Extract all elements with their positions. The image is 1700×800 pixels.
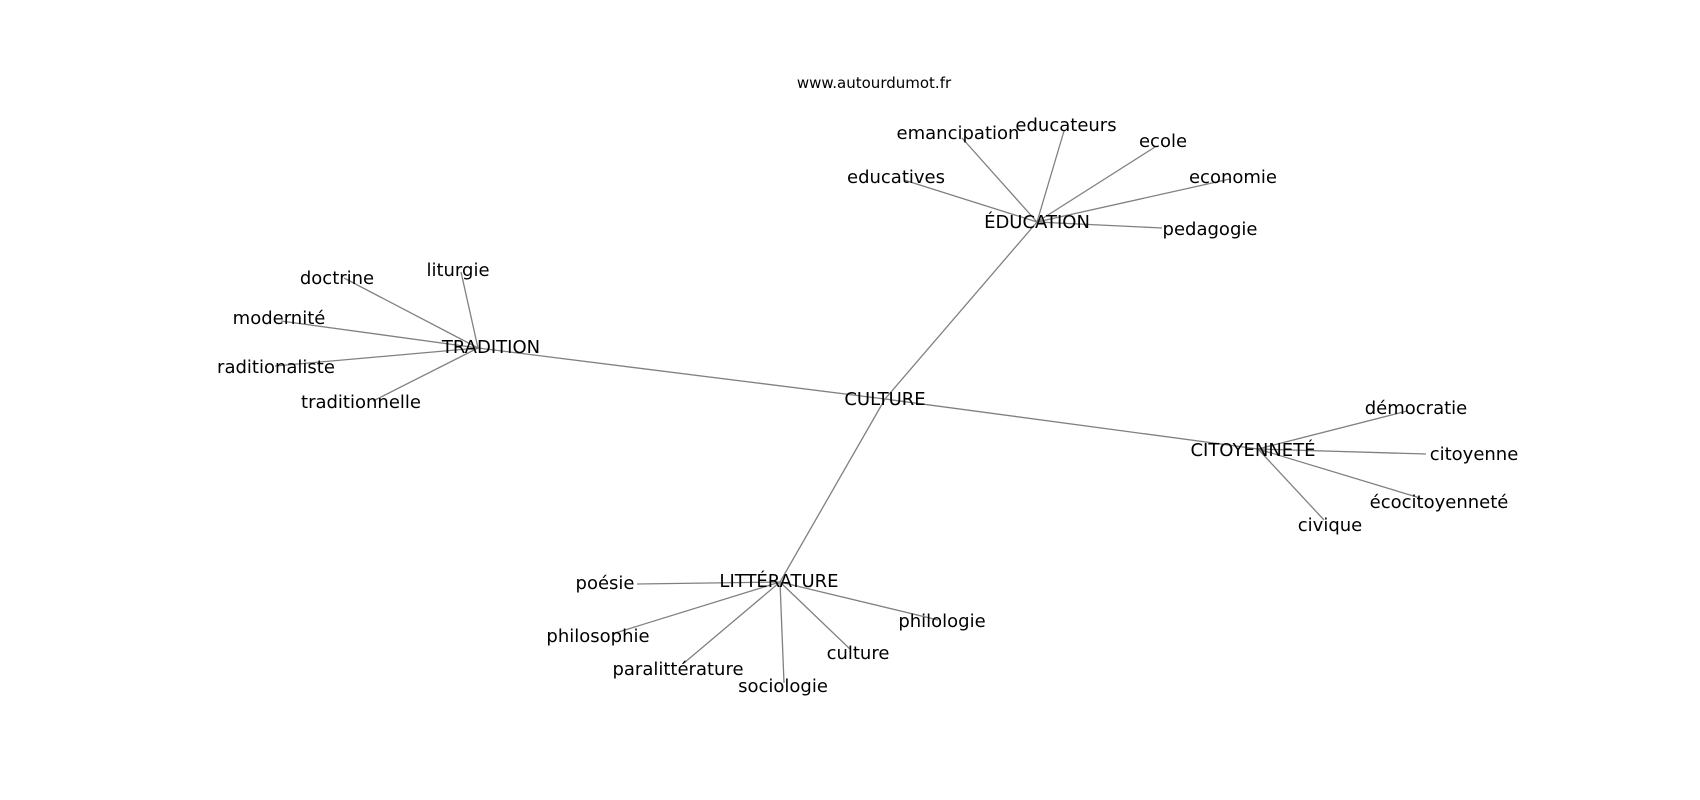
node-center: CULTURE [844,389,925,410]
node-word-raditionaliste: raditionaliste [217,357,335,378]
node-word-modernite: modernité [233,308,326,329]
edge-culture-litterature [779,398,886,583]
edge-litterature-culture [779,581,852,651]
node-word-ecocitoyennete: écocitoyenneté [1370,492,1509,513]
edge-tradition-raditionaliste [274,347,479,367]
edge-education-ecole [1036,146,1156,223]
edge-education-economie [1036,178,1231,223]
edge-tradition-modernite [280,320,479,349]
node-hub-education: ÉDUCATION [984,211,1090,233]
edges [274,130,1427,684]
node-word-emancipation: emancipation [897,123,1020,144]
node-word-liturgie: liturgie [426,260,489,281]
node-word-democratie: démocratie [1365,398,1468,419]
node-word-sociologie: sociologie [738,676,828,697]
edge-tradition-doctrine [343,277,479,349]
edge-culture-education [884,221,1038,400]
node-word-culture: culture [827,643,890,664]
edge-education-emancipation [961,137,1038,223]
labels: www.autourdumot.fr CULTURE ÉDUCATION ema… [217,74,1518,697]
edge-litterature-poesie [636,581,781,585]
node-word-pedagogie: pedagogie [1163,219,1258,240]
edge-education-educatives [903,179,1038,223]
node-word-economie: economie [1189,167,1277,188]
node-word-philologie: philologie [898,611,985,632]
node-word-citoyenne: citoyenne [1430,444,1519,465]
edge-citoyennete-ecocitoyennete [1257,448,1421,499]
node-word-educatives: educatives [847,167,945,188]
edge-citoyennete-civique [1257,448,1325,521]
edge-litterature-philologie [779,581,939,621]
watermark-text: www.autourdumot.fr [797,74,952,92]
node-word-civique: civique [1298,515,1362,536]
node-word-educateurs: educateurs [1015,115,1116,136]
edge-culture-tradition [477,347,886,400]
edge-litterature-sociologie [779,581,785,684]
node-hub-tradition: TRADITION [441,337,540,358]
edge-culture-citoyennete [884,398,1259,450]
edge-education-pedagogie [1036,221,1163,229]
node-word-philosophie: philosophie [546,626,649,647]
edge-tradition-traditionnelle [372,347,479,402]
node-hub-litterature: LITTÉRATURE [719,570,838,592]
edge-tradition-liturgie [460,271,479,349]
node-word-doctrine: doctrine [300,268,374,289]
edge-litterature-philosophie [611,581,781,635]
node-hub-citoyennete: CITOYENNETÉ [1190,439,1315,461]
node-word-traditionnelle: traditionnelle [301,392,421,413]
edge-citoyennete-citoyenne [1257,448,1427,455]
node-word-ecole: ecole [1139,131,1187,152]
edge-litterature-paralitterature [683,581,781,664]
edge-education-educateurs [1036,130,1065,223]
node-word-paralitterature: paralittérature [612,659,743,680]
edge-citoyennete-democratie [1257,410,1408,450]
node-word-poesie: poésie [576,573,635,594]
